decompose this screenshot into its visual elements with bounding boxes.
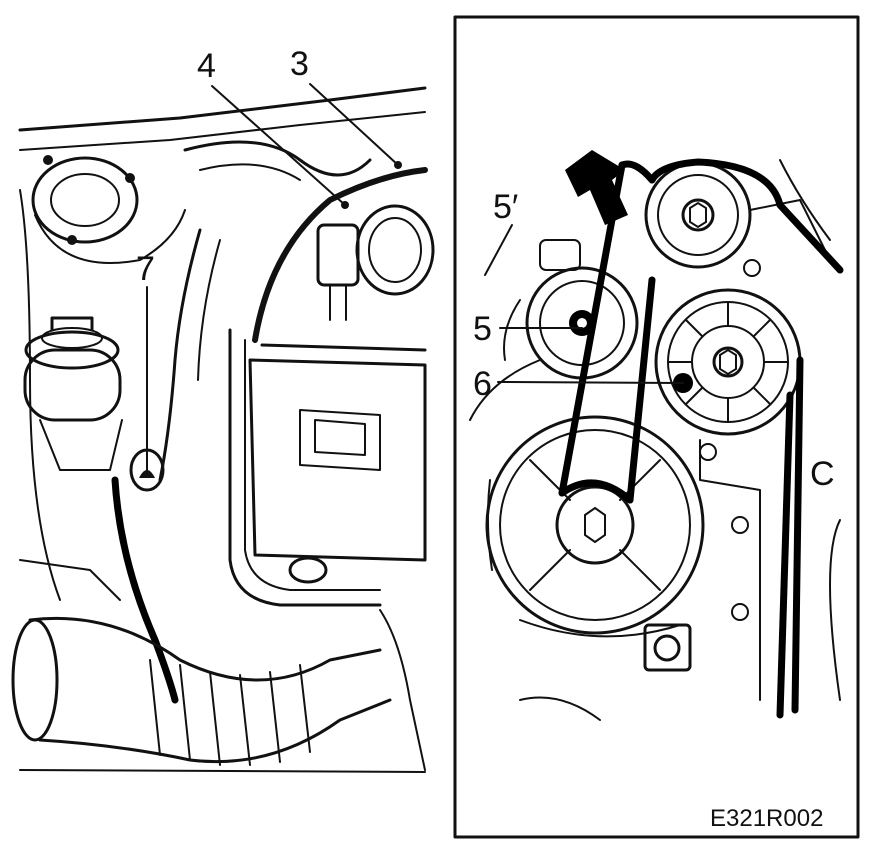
- figure-code: E321R002: [710, 805, 823, 832]
- bolt: [731, 603, 749, 621]
- callout-4: 4: [197, 47, 216, 85]
- bolt: [699, 443, 717, 461]
- leader-5-prime: [484, 224, 513, 276]
- belt-detail-panel: 5′ 5 6 C E321R002: [453, 15, 860, 839]
- callout-6: 6: [473, 365, 492, 403]
- valve-cover: [248, 358, 427, 584]
- callout-3: 3: [290, 45, 309, 83]
- intake-hose: [11, 616, 392, 766]
- tensioner-pulley-5: [525, 239, 639, 380]
- timing-cover: [252, 167, 435, 352]
- callout-c: C: [810, 455, 835, 493]
- bolt: [731, 516, 749, 534]
- crank-pulley: [485, 415, 705, 635]
- drive-belt-left: [111, 476, 179, 704]
- engine-bay-view: 4 3 7: [11, 45, 435, 773]
- idler-pulley-6: [654, 288, 802, 436]
- bolt: [743, 259, 761, 277]
- upper-pulley: [644, 161, 831, 269]
- strut-tower-mount: [31, 155, 186, 264]
- callout-5-prime: 5′: [493, 188, 518, 226]
- leader-3: [309, 83, 399, 166]
- leader-4: [211, 85, 346, 206]
- callout-7: 7: [136, 250, 155, 288]
- lower-bracket: [643, 623, 692, 672]
- detail-frame: [453, 15, 860, 839]
- callout-5: 5: [473, 310, 492, 348]
- reservoir: [23, 316, 123, 471]
- drive-belt: [558, 158, 844, 719]
- leader-6: [497, 381, 684, 384]
